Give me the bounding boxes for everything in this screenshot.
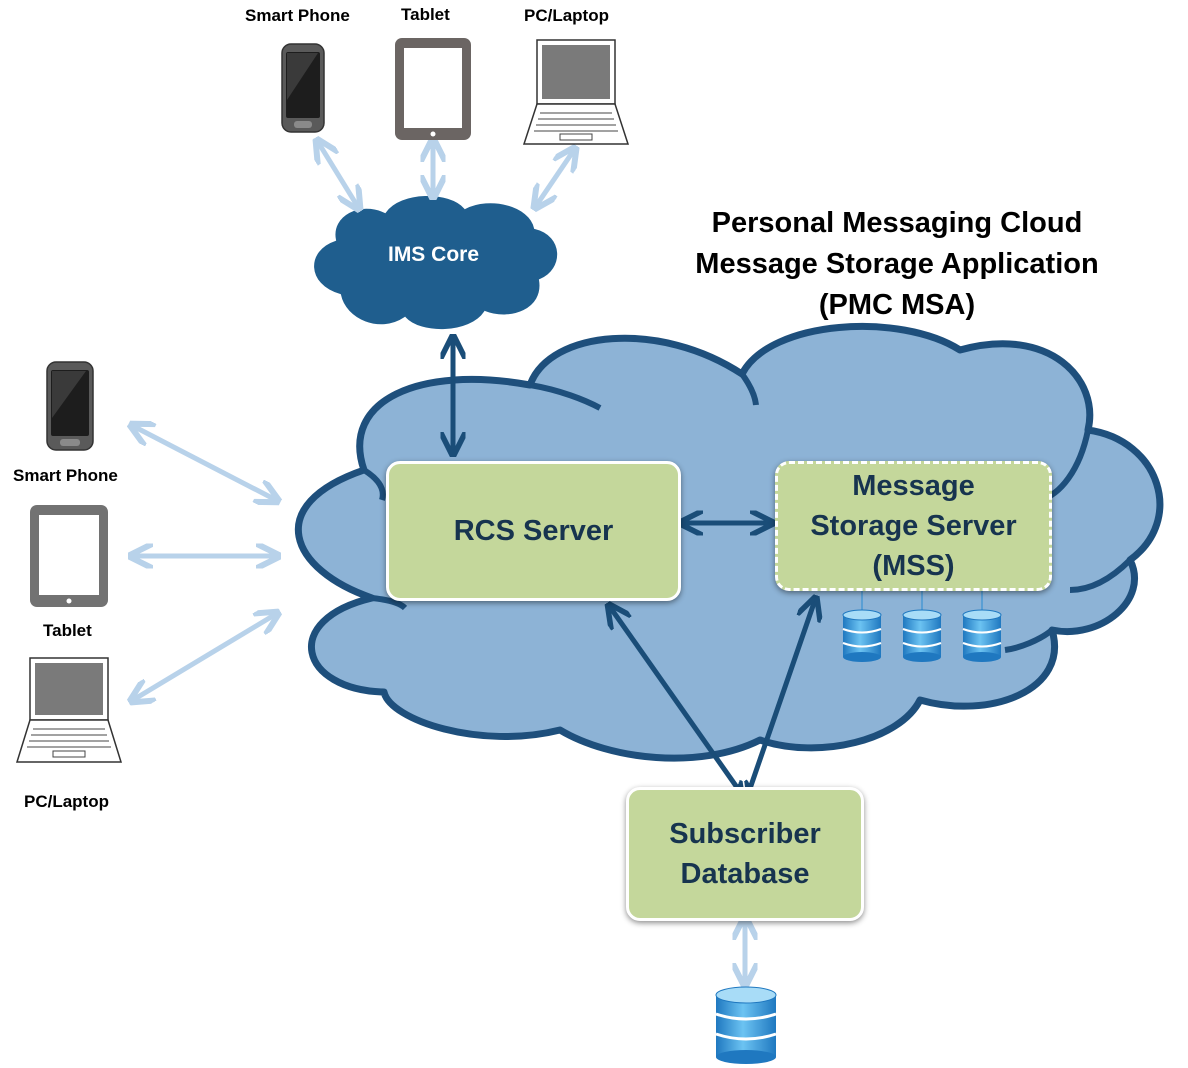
pmc-cloud [294, 322, 1164, 762]
ims-core-label: IMS Core [387, 243, 479, 266]
database-icon [902, 609, 942, 662]
database-icon [962, 609, 1002, 662]
arrow-left-phone-cloud [133, 426, 276, 500]
left-smart-phone-icon [46, 361, 94, 451]
title-line-1: Personal Messaging Cloud [711, 207, 1083, 239]
title-line-3: (PMC MSA) [818, 289, 976, 321]
top-tablet-label: Tablet [401, 5, 450, 24]
subscriber-database-box: Subscriber Database [626, 787, 864, 921]
database-icon [842, 609, 882, 662]
subscriber-db-line-2: Database [680, 858, 810, 890]
server-arrows [453, 339, 815, 803]
left-pc-laptop-label: PC/Laptop [24, 792, 109, 811]
arrow-left-laptop-cloud [133, 614, 276, 700]
mss-line-1: Message [852, 470, 975, 502]
arrow-rcs-subscriber [610, 607, 748, 803]
top-laptop-icon [522, 39, 630, 145]
subscriber-db-line-1: Subscriber [669, 818, 821, 850]
mss-line-3: (MSS) [872, 550, 955, 582]
top-pc-laptop-label: PC/Laptop [524, 6, 609, 25]
top-smart-phone-icon [281, 43, 325, 133]
left-tablet-icon [30, 505, 108, 607]
left-smart-phone-label: Smart Phone [13, 466, 118, 485]
device-arrows [133, 142, 745, 983]
diagram-title: Personal Messaging Cloud Message Storage… [640, 203, 1154, 326]
rcs-server-box: RCS Server [386, 461, 681, 601]
ims-core-cloud [312, 193, 560, 332]
message-storage-server-box: Message Storage Server (MSS) [775, 461, 1052, 591]
left-tablet-label: Tablet [43, 621, 92, 640]
mss-line-2: Storage Server [810, 510, 1017, 542]
arrow-top-phone-ims [318, 142, 358, 207]
rcs-server-label: RCS Server [453, 515, 614, 547]
top-smart-phone-label: Smart Phone [245, 6, 350, 25]
left-laptop-icon [15, 657, 123, 763]
top-tablet-icon [395, 38, 471, 140]
subscriber-storage-database-icon [715, 986, 777, 1064]
title-line-2: Message Storage Application [695, 248, 1099, 280]
mss-storage-icons [842, 590, 1002, 662]
arrow-mss-subscriber [745, 600, 815, 803]
arrow-top-laptop-ims [536, 150, 574, 206]
